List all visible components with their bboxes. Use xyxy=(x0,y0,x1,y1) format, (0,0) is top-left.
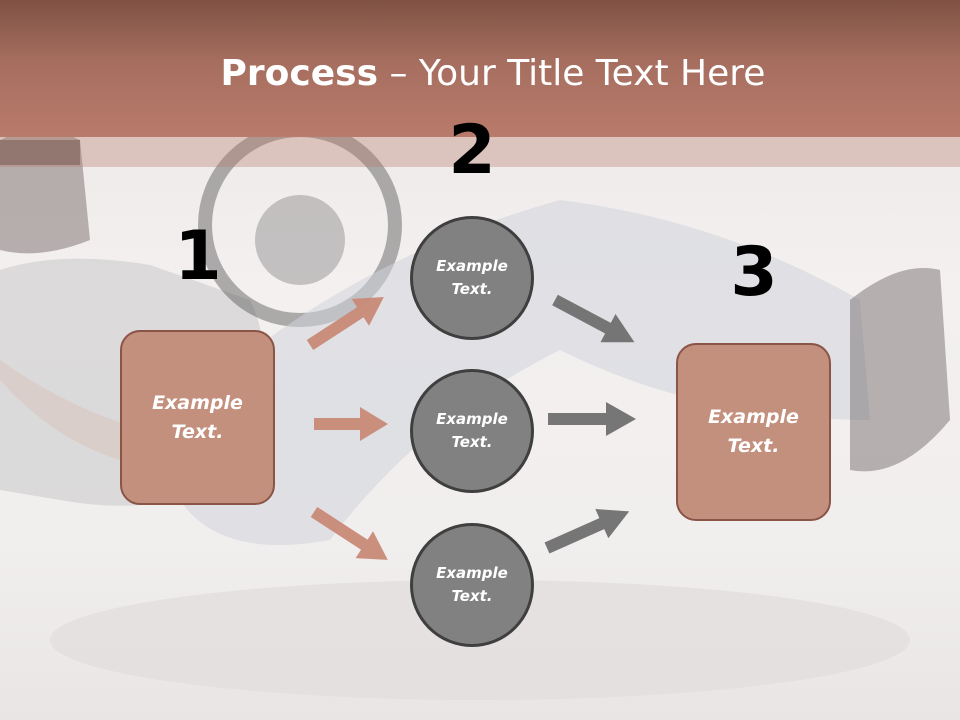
slide-title: Process – Your Title Text Here xyxy=(0,52,960,96)
circle-top: Example Text. xyxy=(410,216,534,340)
arrow-right-up-icon xyxy=(544,508,630,554)
title-strip xyxy=(0,137,960,167)
title-rest-part: – Your Title Text Here xyxy=(378,53,766,94)
title-band xyxy=(0,0,960,137)
arrow-left-up-icon xyxy=(306,297,384,351)
circle-bottom-label: Example Text. xyxy=(436,564,508,605)
step-number-1: 1 xyxy=(174,217,222,296)
arrow-right-mid-icon xyxy=(548,402,636,436)
circle-middle-label: Example Text. xyxy=(436,410,508,451)
left-box-label: Example Text. xyxy=(152,391,243,443)
left-process-box: Example Text. xyxy=(120,330,275,505)
arrow-right-down-icon xyxy=(552,294,635,343)
step-number-3: 3 xyxy=(730,233,778,312)
arrow-left-down-icon xyxy=(310,506,388,560)
circle-bottom: Example Text. xyxy=(410,523,534,647)
arrow-left-mid-icon xyxy=(314,407,388,441)
right-process-box: Example Text. xyxy=(676,343,831,521)
circle-top-label: Example Text. xyxy=(436,257,508,298)
title-bold-part: Process xyxy=(220,53,379,94)
circle-middle: Example Text. xyxy=(410,369,534,493)
right-box-label: Example Text. xyxy=(708,406,799,457)
step-number-2: 2 xyxy=(448,111,496,190)
